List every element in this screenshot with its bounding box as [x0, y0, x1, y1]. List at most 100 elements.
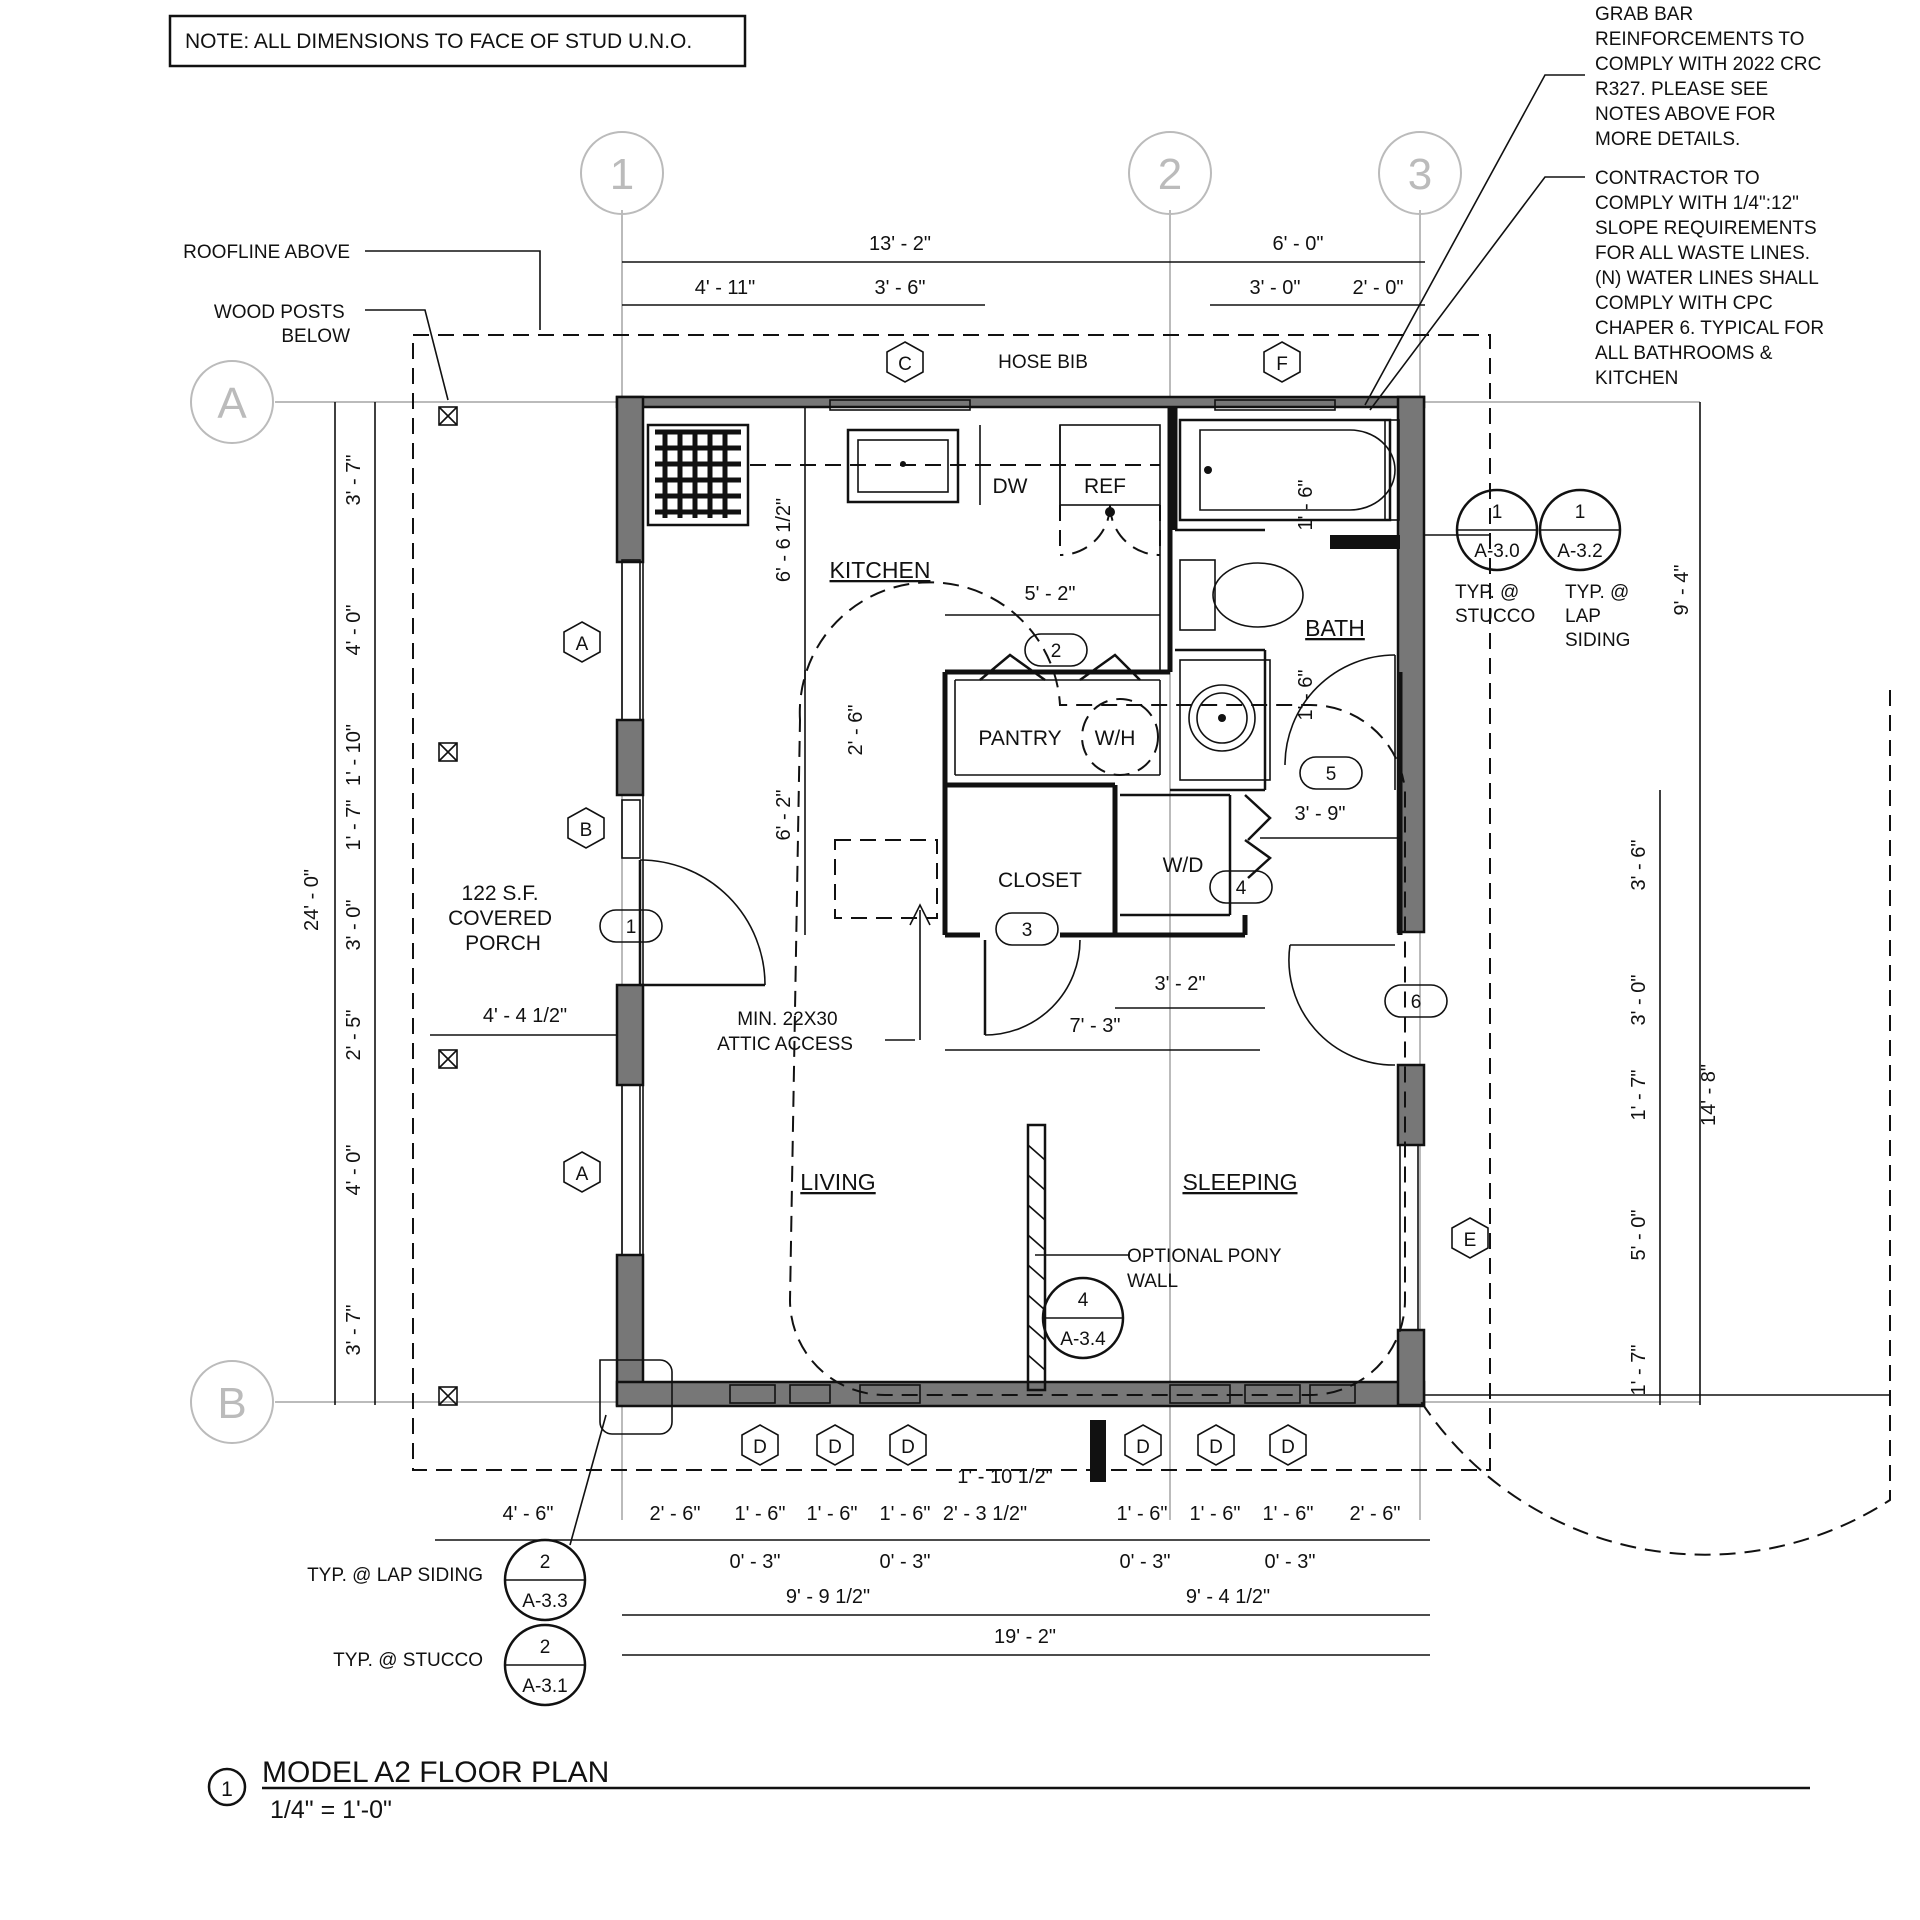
door-tag-6: 6	[1384, 984, 1448, 1018]
dim-closet-width: 3' - 2"	[1155, 973, 1206, 995]
clear-floor-space	[788, 581, 1406, 1396]
dim-right-d: 5' - 0"	[1628, 1210, 1650, 1261]
svg-text:F: F	[1276, 354, 1288, 375]
window-tag-a-upper: A	[563, 621, 601, 663]
window-tag-b: B	[567, 807, 605, 849]
roofline-label: ROOFLINE ABOVE	[183, 242, 350, 263]
closet-door	[983, 939, 1081, 1036]
window-tag-d-5: D	[1197, 1424, 1235, 1466]
dim-bottom-9: 2' - 6"	[1350, 1503, 1401, 1525]
grid-bubble-2: 2	[1128, 131, 1212, 215]
dim-bottom-2: 1' - 6"	[735, 1503, 786, 1525]
room-closet: CLOSET	[998, 869, 1082, 892]
dimension-lines	[334, 261, 1701, 1656]
room-kitchen: KITCHEN	[830, 557, 931, 583]
title-number: 1	[221, 1778, 233, 1801]
section-ref-a30: 1A-3.0	[1455, 488, 1539, 572]
svg-text:4: 4	[1078, 1290, 1089, 1311]
wood-posts	[438, 406, 458, 1406]
dim-bottom-left: 9' - 9 1/2"	[786, 1586, 870, 1608]
window-tag-a-lower: A	[563, 1151, 601, 1193]
dim-left-5: 3' - 0"	[343, 900, 365, 951]
grid-bubble-a: A	[190, 360, 274, 444]
svg-text:E: E	[1464, 1230, 1477, 1251]
dim-bottom-6: 1' - 6"	[1117, 1503, 1168, 1525]
room-living: LIVING	[800, 1169, 875, 1195]
title-name: MODEL A2 FLOOR PLAN	[262, 1756, 609, 1789]
door-tag-1: 1	[599, 909, 663, 943]
svg-text:D: D	[1209, 1437, 1223, 1458]
window-tag-c: C	[886, 341, 924, 383]
dim-bottom-5: 2' - 3 1/2"	[943, 1503, 1027, 1525]
svg-text:2: 2	[540, 1552, 551, 1573]
svg-text:6: 6	[1411, 992, 1422, 1013]
dim-bottom-s3: 0' - 3"	[1120, 1551, 1171, 1573]
grab-bar-note: GRAB BAR REINFORCEMENTS TO COMPLY WITH 2…	[1595, 4, 1827, 150]
dim-left-1: 3' - 7"	[343, 455, 365, 506]
roofline-above	[412, 334, 1491, 1471]
window-tag-f: F	[1263, 341, 1301, 383]
pony-wall-label: OPTIONAL PONY WALL	[1127, 1246, 1286, 1292]
dim-kitchen-width: 5' - 2"	[1025, 583, 1076, 605]
interior-walls	[942, 407, 1403, 938]
bath-door	[1288, 944, 1396, 1066]
room-sleeping: SLEEPING	[1182, 1169, 1297, 1195]
svg-text:1: 1	[610, 150, 634, 199]
general-note-box	[168, 14, 747, 68]
dim-core-width: 7' - 3"	[1070, 1015, 1121, 1037]
dim-bottom-7: 1' - 6"	[1190, 1503, 1241, 1525]
section-ref-a31: 2A-3.1	[503, 1623, 587, 1707]
room-bath: BATH	[1305, 615, 1365, 641]
contractor-note: CONTRACTOR TO COMPLY WITH 1/4":12" SLOPE…	[1595, 168, 1829, 389]
door-tag-5: 5	[1299, 756, 1363, 790]
window-tag-d-2: D	[816, 1424, 854, 1466]
room-washer-dryer: W/D	[1163, 854, 1204, 877]
pantry-doors	[979, 653, 1159, 776]
porch-label: 122 S.F. COVERED PORCH	[448, 882, 558, 955]
window-tag-d-3: D	[889, 1424, 927, 1466]
svg-text:3: 3	[1408, 150, 1432, 199]
refrigerator-label: REF	[1084, 475, 1126, 498]
dim-bottom-4: 1' - 6"	[880, 1503, 931, 1525]
typ-lap-right-label: TYP. @ LAP SIDING	[1565, 582, 1635, 651]
wd-doors	[1244, 794, 1272, 879]
dim-kitchen-height: 6' - 6 1/2"	[773, 498, 795, 582]
title-scale: 1/4" = 1'-0"	[270, 1796, 392, 1824]
svg-text:D: D	[753, 1437, 767, 1458]
leader-lines	[365, 74, 1585, 1546]
grid-bubble-b: B	[190, 1360, 274, 1444]
typ-lap-siding-label: TYP. @ LAP SIDING	[307, 1565, 483, 1586]
wood-posts-label: WOOD POSTS BELOW	[214, 302, 350, 347]
door-tag-2: 2	[1024, 633, 1088, 667]
hose-bib-label: HOSE BIB	[998, 352, 1088, 373]
svg-text:C: C	[898, 354, 912, 375]
svg-text:A-3.4: A-3.4	[1060, 1329, 1106, 1350]
dim-right-b: 3' - 0"	[1628, 975, 1650, 1026]
dim-bottom-s1: 0' - 3"	[730, 1551, 781, 1573]
svg-text:3: 3	[1022, 920, 1033, 941]
svg-text:2: 2	[1051, 641, 1062, 662]
svg-text:2: 2	[1158, 150, 1182, 199]
svg-text:1: 1	[1575, 502, 1586, 523]
dim-top-b: 3' - 6"	[875, 277, 926, 299]
svg-text:A-3.3: A-3.3	[522, 1591, 567, 1612]
svg-text:A-3.0: A-3.0	[1474, 541, 1519, 562]
dim-right-a: 3' - 6"	[1628, 840, 1650, 891]
door-tag-4: 4	[1209, 870, 1273, 904]
dim-bottom-s2: 0' - 3"	[880, 1551, 931, 1573]
dim-left-8: 3' - 7"	[343, 1305, 365, 1356]
dishwasher-label: DW	[993, 475, 1028, 498]
window-tag-e: E	[1451, 1217, 1489, 1259]
svg-text:1: 1	[1492, 502, 1503, 523]
svg-text:B: B	[580, 820, 593, 841]
dim-left-4: 1' - 7"	[343, 800, 365, 851]
room-pantry: PANTRY	[978, 727, 1061, 750]
dim-pantry-height: 2' - 6"	[845, 705, 867, 756]
dim-top-overall-right: 6' - 0"	[1273, 233, 1324, 255]
typ-stucco-label: TYP. @ STUCCO	[333, 1650, 483, 1671]
title-bubble	[207, 1767, 247, 1807]
svg-text:4: 4	[1236, 878, 1247, 899]
bath-fixtures	[1178, 418, 1400, 790]
dim-right-c: 1' - 7"	[1628, 1070, 1650, 1121]
